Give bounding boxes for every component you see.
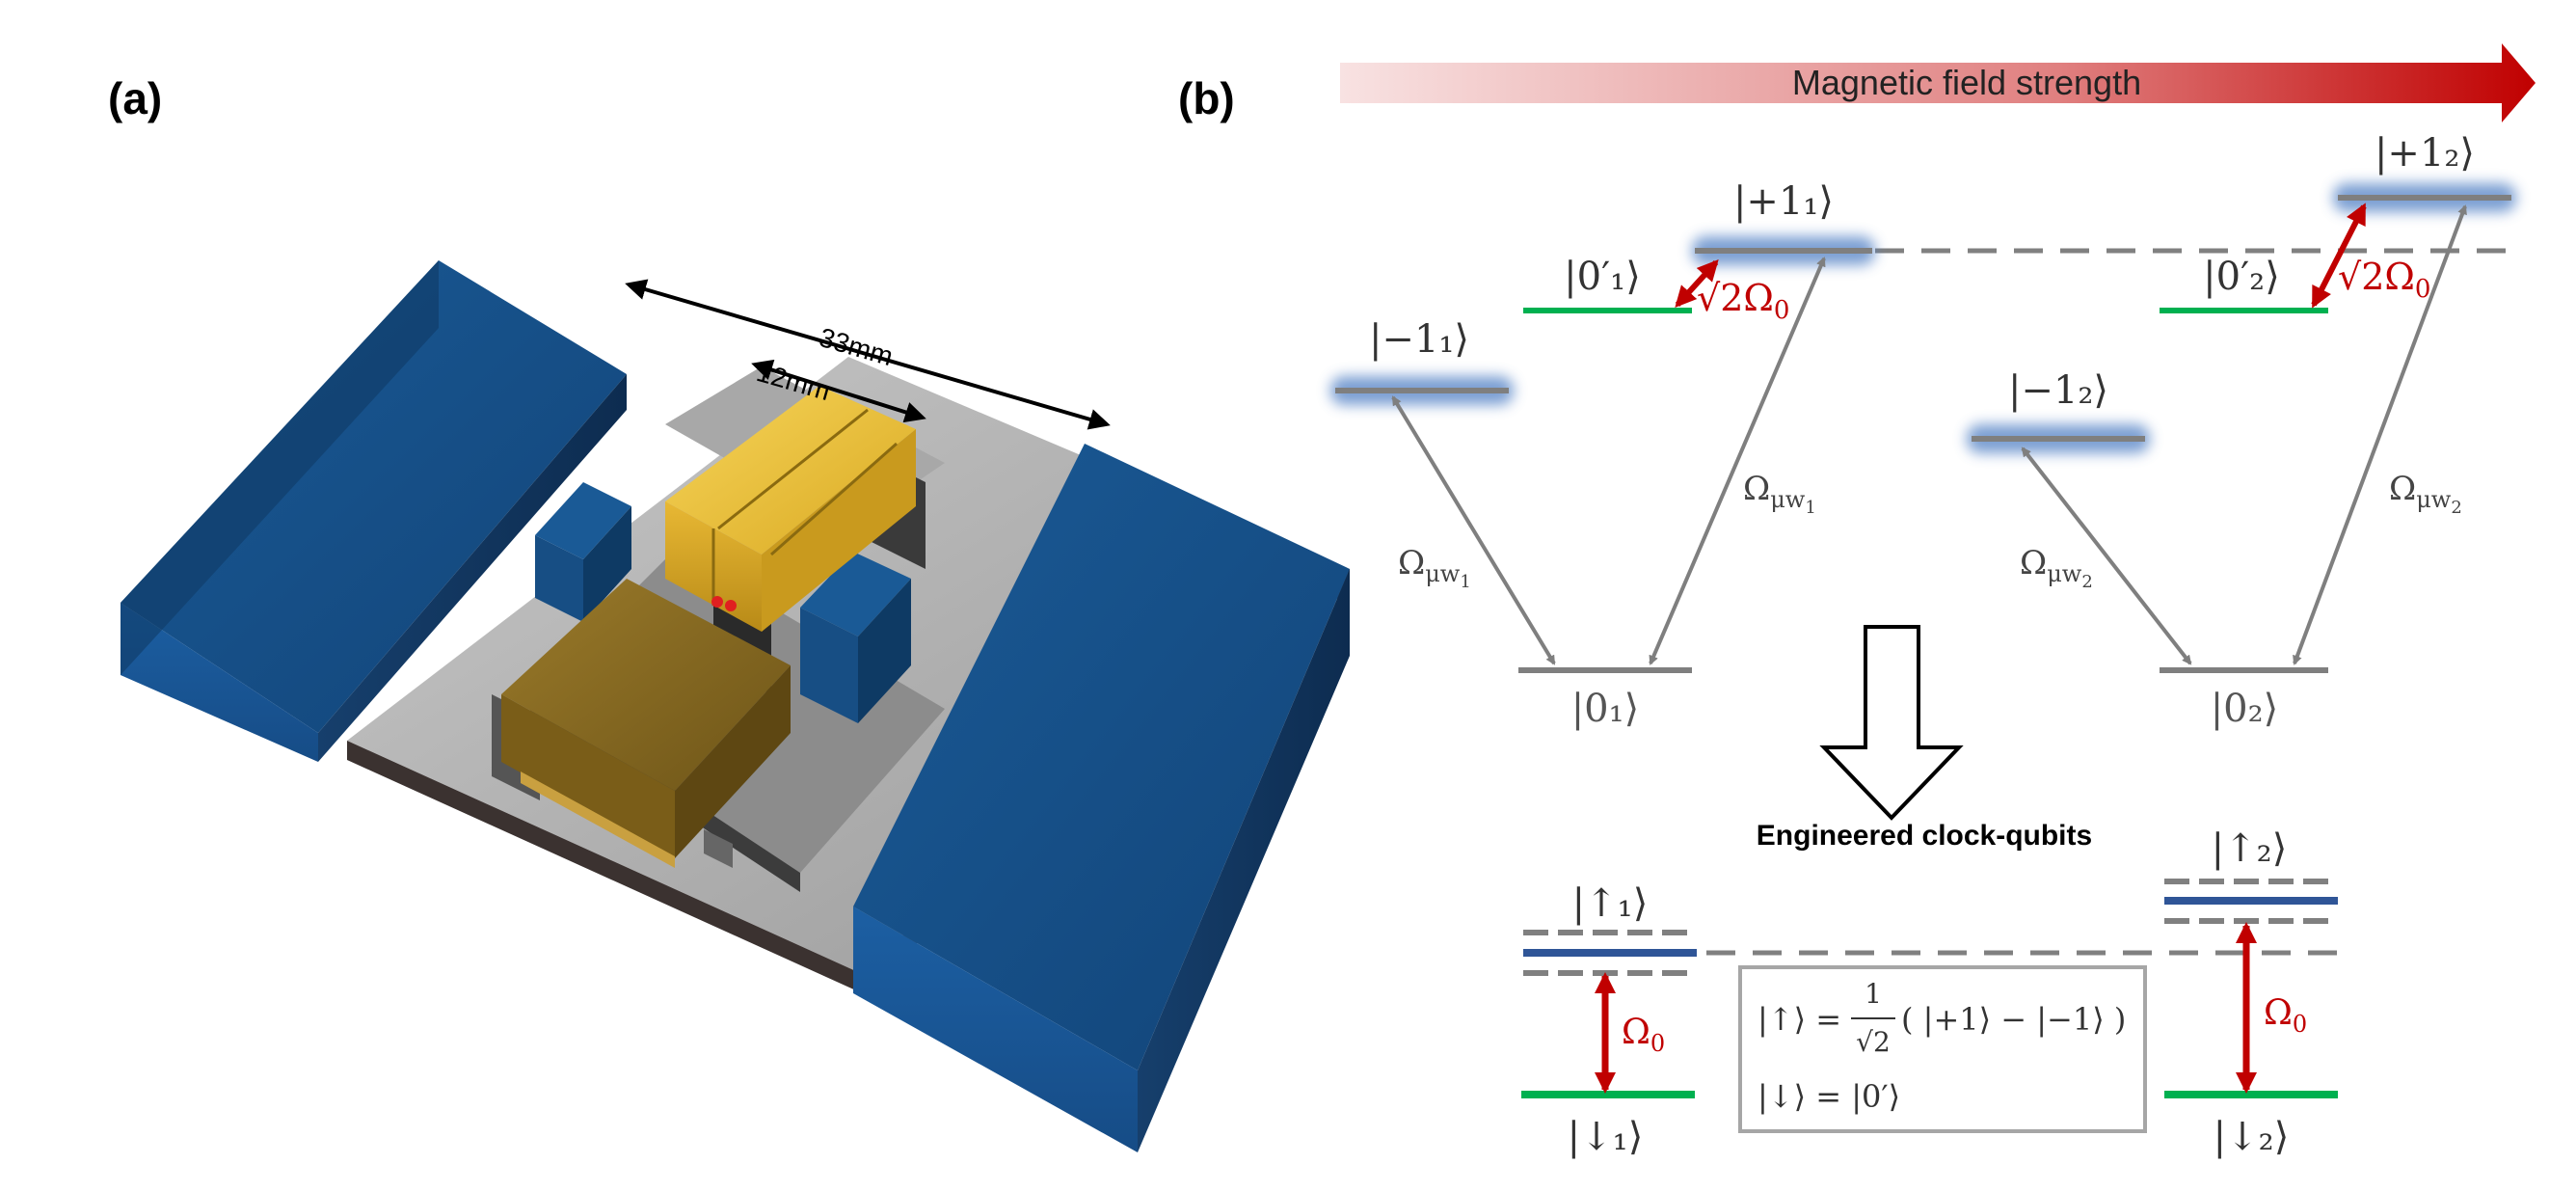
qubit1-drive-label: Ω0 — [1622, 1013, 1665, 1057]
label-minus1-2: |−1₂⟩ — [2008, 368, 2108, 413]
small-magnet-left — [535, 482, 631, 622]
ion1-levels: |+1₁⟩ |0′₁⟩ |−1₁⟩ |0₁⟩ √2Ω0 Ωμw1 Ωμw1 — [1330, 179, 1875, 731]
mw1-label-left: Ωμw1 — [1398, 544, 1471, 592]
left-magnet — [121, 260, 627, 762]
small-magnet-right — [800, 552, 911, 723]
definition-frac-num: 1 — [1865, 978, 1882, 1010]
label-up-1: |↑₁⟩ — [1572, 881, 1649, 926]
label-zero-1: |0₁⟩ — [1571, 687, 1640, 731]
ion-1 — [711, 596, 723, 608]
definition-frac-den: √2 — [1856, 1026, 1891, 1058]
mw2-arrow-left — [2021, 447, 2192, 665]
label-zero-prime-2: |0′₂⟩ — [2203, 255, 2280, 299]
ion-2 — [725, 600, 737, 611]
label-zero-prime-1: |0′₁⟩ — [1564, 255, 1641, 299]
label-down-2: |↓₂⟩ — [2214, 1115, 2290, 1159]
qubit1-levels: |↑₁⟩ |↓₁⟩ Ω0 — [1521, 881, 1697, 1159]
label-down-1: |↓₁⟩ — [1568, 1115, 1644, 1159]
panel-b: (b) Magnetic field strength |+1₁⟩ |0′₁⟩ … — [1178, 43, 2536, 1159]
ions — [711, 596, 737, 611]
label-minus1-1: |−1₁⟩ — [1369, 317, 1469, 362]
panel-a: (a) — [108, 73, 1350, 1152]
label-zero-2: |0₂⟩ — [2211, 687, 2279, 731]
definition-up-rhs: ( |+1⟩ − |−1⟩ ) — [1901, 1001, 2126, 1038]
qubit2-levels: |↑₂⟩ |↓₂⟩ Ω0 — [2164, 826, 2338, 1159]
field-strength-label: Magnetic field strength — [1792, 63, 2141, 102]
mw2-arrow-right — [2293, 204, 2467, 665]
mw2-label-right: Ωμw2 — [2389, 470, 2462, 518]
right-magnet — [853, 444, 1350, 1152]
ion2-levels: |+1₂⟩ |0′₂⟩ |−1₂⟩ |0₂⟩ √2Ω0 Ωμw2 Ωμw2 — [1967, 131, 2516, 731]
hollow-down-arrow — [1819, 625, 1964, 821]
definition-down: |↓⟩ = |0′⟩ — [1758, 1078, 1900, 1115]
mw2-label-left: Ωμw2 — [2020, 544, 2093, 592]
label-plus1-2: |+1₂⟩ — [2375, 131, 2475, 176]
label-up-2: |↑₂⟩ — [2212, 826, 2288, 871]
panel-b-label: (b) — [1178, 73, 1235, 123]
field-strength-arrow: Magnetic field strength — [1340, 43, 2536, 122]
label-plus1-1: |+1₁⟩ — [1733, 179, 1834, 224]
rf-label-1: √2Ω0 — [1697, 277, 1789, 325]
clock-qubits-title: Engineered clock-qubits — [1757, 820, 2092, 852]
definition-box-frame — [1738, 965, 2147, 1133]
bronze-electrode-front — [501, 579, 791, 868]
mw1-label-right: Ωμw1 — [1743, 470, 1816, 518]
definition-box: |↑⟩ = 1 √2 ( |+1⟩ − |−1⟩ ) |↓⟩ = |0′⟩ — [1738, 965, 2147, 1133]
definition-up-lhs: |↑⟩ = — [1758, 1001, 1841, 1038]
mw1-arrow-left — [1391, 395, 1556, 665]
mw1-arrow-right — [1649, 257, 1826, 665]
rf-label-2: √2Ω0 — [2338, 256, 2430, 304]
qubit2-drive-label: Ω0 — [2264, 993, 2307, 1038]
panel-a-label: (a) — [108, 73, 162, 123]
